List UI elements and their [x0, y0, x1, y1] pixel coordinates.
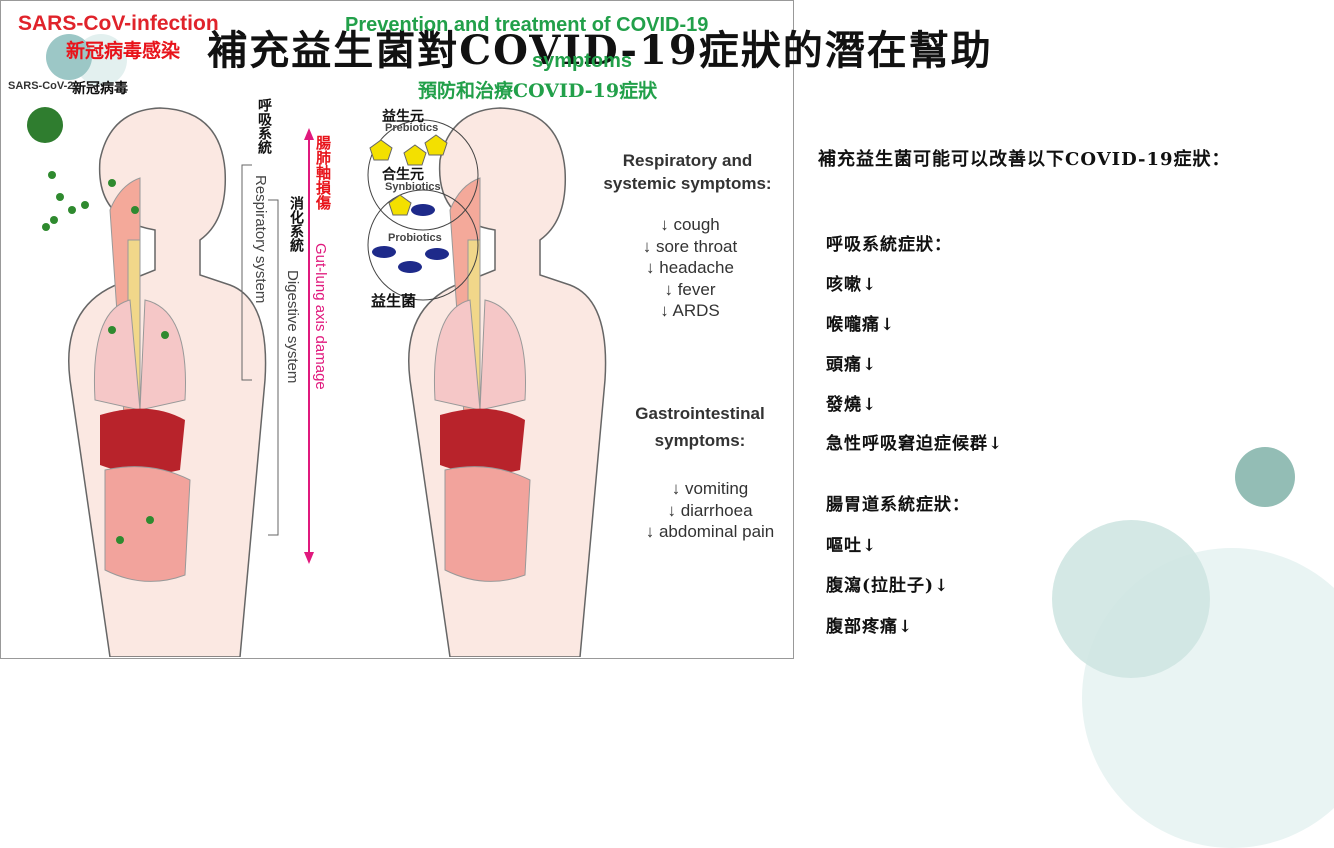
gi-symptom-list: ↓ vomiting ↓ diarrhoea ↓ abdominal pain [630, 478, 790, 543]
right-body-silhouette [408, 107, 607, 657]
resp-heading: Respiratory and systemic symptoms: [585, 149, 790, 195]
summary-gi-item: 腹瀉(拉肚子)↓ [826, 576, 950, 596]
right-title-en-1: Prevention and treatment of COVID-19 [345, 14, 709, 36]
gi-heading-line1: Gastrointestinal [635, 404, 765, 423]
summary-intro: 補充益生菌可能可以改善以下COVID-19症狀： [818, 149, 1231, 170]
slide-title: 補充益生菌對COVID-19症狀的潛在幫助 [207, 27, 993, 74]
gut-lung-label-zh: 腸肺軸損傷 [314, 135, 332, 210]
summary-resp-item: 頭痛↓ [826, 355, 878, 375]
resp-symptom: ↓ sore throat [642, 236, 738, 256]
resp-symptom-list: ↓ cough ↓ sore throat ↓ headache ↓ fever… [620, 214, 760, 322]
digestive-label-en: Digestive system [284, 270, 301, 384]
summary-gi-heading: 腸胃道系統症狀： [826, 495, 970, 515]
right-title-en-2: symptoms [532, 50, 633, 72]
gi-symptom: ↓ abdominal pain [645, 522, 775, 541]
resp-heading-line1: Respiratory and [622, 151, 753, 170]
resp-symptom: ↓ headache [646, 258, 734, 277]
summary-gi-item: 嘔吐↓ [826, 536, 878, 556]
prebiotics-label-zh: 益生元 [382, 109, 424, 125]
gi-symptom: ↓ diarrhoea [667, 500, 753, 520]
gut-lung-label-en: Gut-lung axis damage [312, 243, 329, 390]
gi-symptom: ↓ vomiting [671, 479, 749, 498]
decor-circle-medium [1052, 520, 1210, 678]
summary-resp-item: 喉嚨痛↓ [826, 315, 896, 335]
body-illustration [27, 107, 607, 657]
decor-circle-teal [46, 34, 92, 80]
left-title-zh: 新冠病毒感染 [66, 40, 181, 62]
resp-symptom: ↓ cough [660, 215, 720, 234]
summary-resp-item: 咳嗽↓ [826, 275, 878, 295]
gi-heading: Gastrointestinal symptoms: [620, 400, 780, 454]
covid-probiotics-figure: SARS-CoV-infection 新冠病毒感染 SARS-CoV-2 新冠病… [0, 0, 794, 659]
virus-label-zh: 新冠病毒 [72, 81, 128, 97]
summary-gi-item: 腹部疼痛↓ [826, 617, 914, 637]
gi-heading-line2: symptoms: [654, 431, 746, 450]
synbiotics-label-en: Synbiotics [385, 181, 441, 193]
left-body-silhouette [27, 107, 267, 657]
synbiotics-label-zh: 合生元 [382, 167, 424, 183]
respiratory-label-zh: 呼吸系統 [256, 98, 272, 154]
summary-resp-item: 發燒↓ [826, 395, 878, 415]
virus-label-en: SARS-CoV-2 [8, 80, 74, 92]
digestive-label-zh: 消化系統 [288, 196, 304, 252]
resp-symptom: ↓ ARDS [660, 301, 720, 320]
respiratory-label-en: Respiratory system [252, 175, 269, 304]
prebiotics-label-en: Prebiotics [385, 122, 439, 134]
resp-heading-line2: systemic symptoms: [603, 174, 772, 193]
probiotics-label-zh: 益生菌 [371, 292, 417, 310]
resp-symptom: ↓ fever [664, 279, 716, 299]
summary-resp-item: 急性呼吸窘迫症候群↓ [826, 434, 1004, 454]
probiotics-label-en: Probiotics [388, 232, 442, 244]
right-title-zh: 預防和治療COVID-19症狀 [418, 80, 658, 102]
decor-circle-small [1235, 447, 1295, 507]
summary-resp-heading: 呼吸系統症狀： [826, 235, 952, 255]
left-title-en: SARS-CoV-infection [18, 12, 219, 35]
